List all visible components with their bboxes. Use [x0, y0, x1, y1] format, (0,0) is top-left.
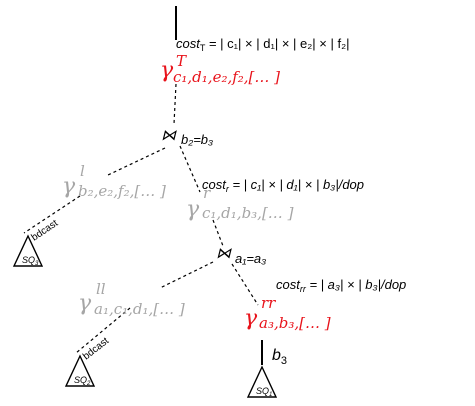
b3-label: b3 [272, 347, 287, 367]
agg-r-sup: r [203, 184, 211, 202]
sq2-node: SQ2 [64, 354, 96, 387]
sq1-label: SQ1 [256, 386, 272, 398]
agg-l-symbol: γ [62, 174, 76, 199]
bdcast-label-1: bdcast [30, 218, 61, 244]
join2-to-agg-ll-edge [159, 261, 214, 289]
agg-rr-sub: a₃,b₃,[… ] [259, 314, 331, 332]
sq2-triangle [64, 354, 96, 387]
sq3-label: SQ3 [22, 255, 39, 267]
cost-r-text: costr = | c₁| × | d₁| × | b₃|/dop [202, 177, 364, 194]
top-cost-text: costT = | c₁| × | d₁| × | e₂| × | f₂| [176, 36, 350, 53]
sq3-triangle [12, 234, 44, 267]
agg-rr-sup: rr [261, 294, 276, 312]
agg-r-sub: c₁,d₁,b₃,[… ] [202, 204, 294, 222]
top-agg-sub: c₁,d₁,e₂,f₂,[… ] [173, 68, 280, 86]
top-aggregation: γ T c₁,d₁,e₂,f₂,[… ] [160, 52, 280, 86]
agg-r-symbol: γ [186, 197, 200, 222]
agg-ll-symbol: γ [78, 291, 92, 316]
aggregation-r: γ r c₁,d₁,b₃,[… ] [186, 184, 294, 222]
join-node-2: ⋈ a₁=a₃ [216, 245, 266, 266]
join-node-1: ⋈ b₂=b₃ [161, 127, 213, 147]
join2-condition: a₁=a₃ [235, 251, 266, 266]
top-agg-sup: T [176, 52, 187, 70]
aggregation-l: γ l b₂,e₂,f₂,[… ] [62, 162, 166, 200]
agg-l-sup: l [80, 162, 85, 180]
sq2-label: SQ2 [74, 375, 91, 387]
sq1-triangle [246, 365, 278, 398]
sq1-node: SQ1 [246, 365, 278, 398]
join1-symbol: ⋈ [161, 127, 177, 144]
agg-r-to-join2-edge [212, 219, 224, 247]
agg-top-to-join1-edge [173, 83, 177, 125]
cost-rr-text: costrr = | a₃| × | b₃|/dop [276, 277, 406, 294]
agg-rr-symbol: γ [244, 306, 258, 331]
aggregation-ll: γ ll a₁,c₁,d₁,[… ] [78, 280, 185, 318]
aggregation-rr: γ rr a₃,b₃,[… ] [244, 294, 331, 332]
join1-to-agg-r-edge [179, 145, 201, 193]
join2-to-agg-rr-edge [231, 263, 259, 306]
join2-symbol: ⋈ [216, 245, 232, 262]
agg-l-to-sq3-edge [23, 195, 81, 234]
agg-ll-sub: a₁,c₁,d₁,[… ] [94, 300, 185, 318]
join1-to-agg-l-edge [107, 147, 166, 176]
bdcast-label-2: bdcast [81, 335, 111, 362]
agg-l-sub: b₂,e₂,f₂,[… ] [78, 182, 166, 200]
top-agg-symbol: γ [160, 58, 174, 83]
join1-condition: b₂=b₃ [181, 132, 213, 147]
agg-ll-sup: ll [96, 280, 106, 298]
sq3-node: SQ3 [12, 234, 44, 267]
